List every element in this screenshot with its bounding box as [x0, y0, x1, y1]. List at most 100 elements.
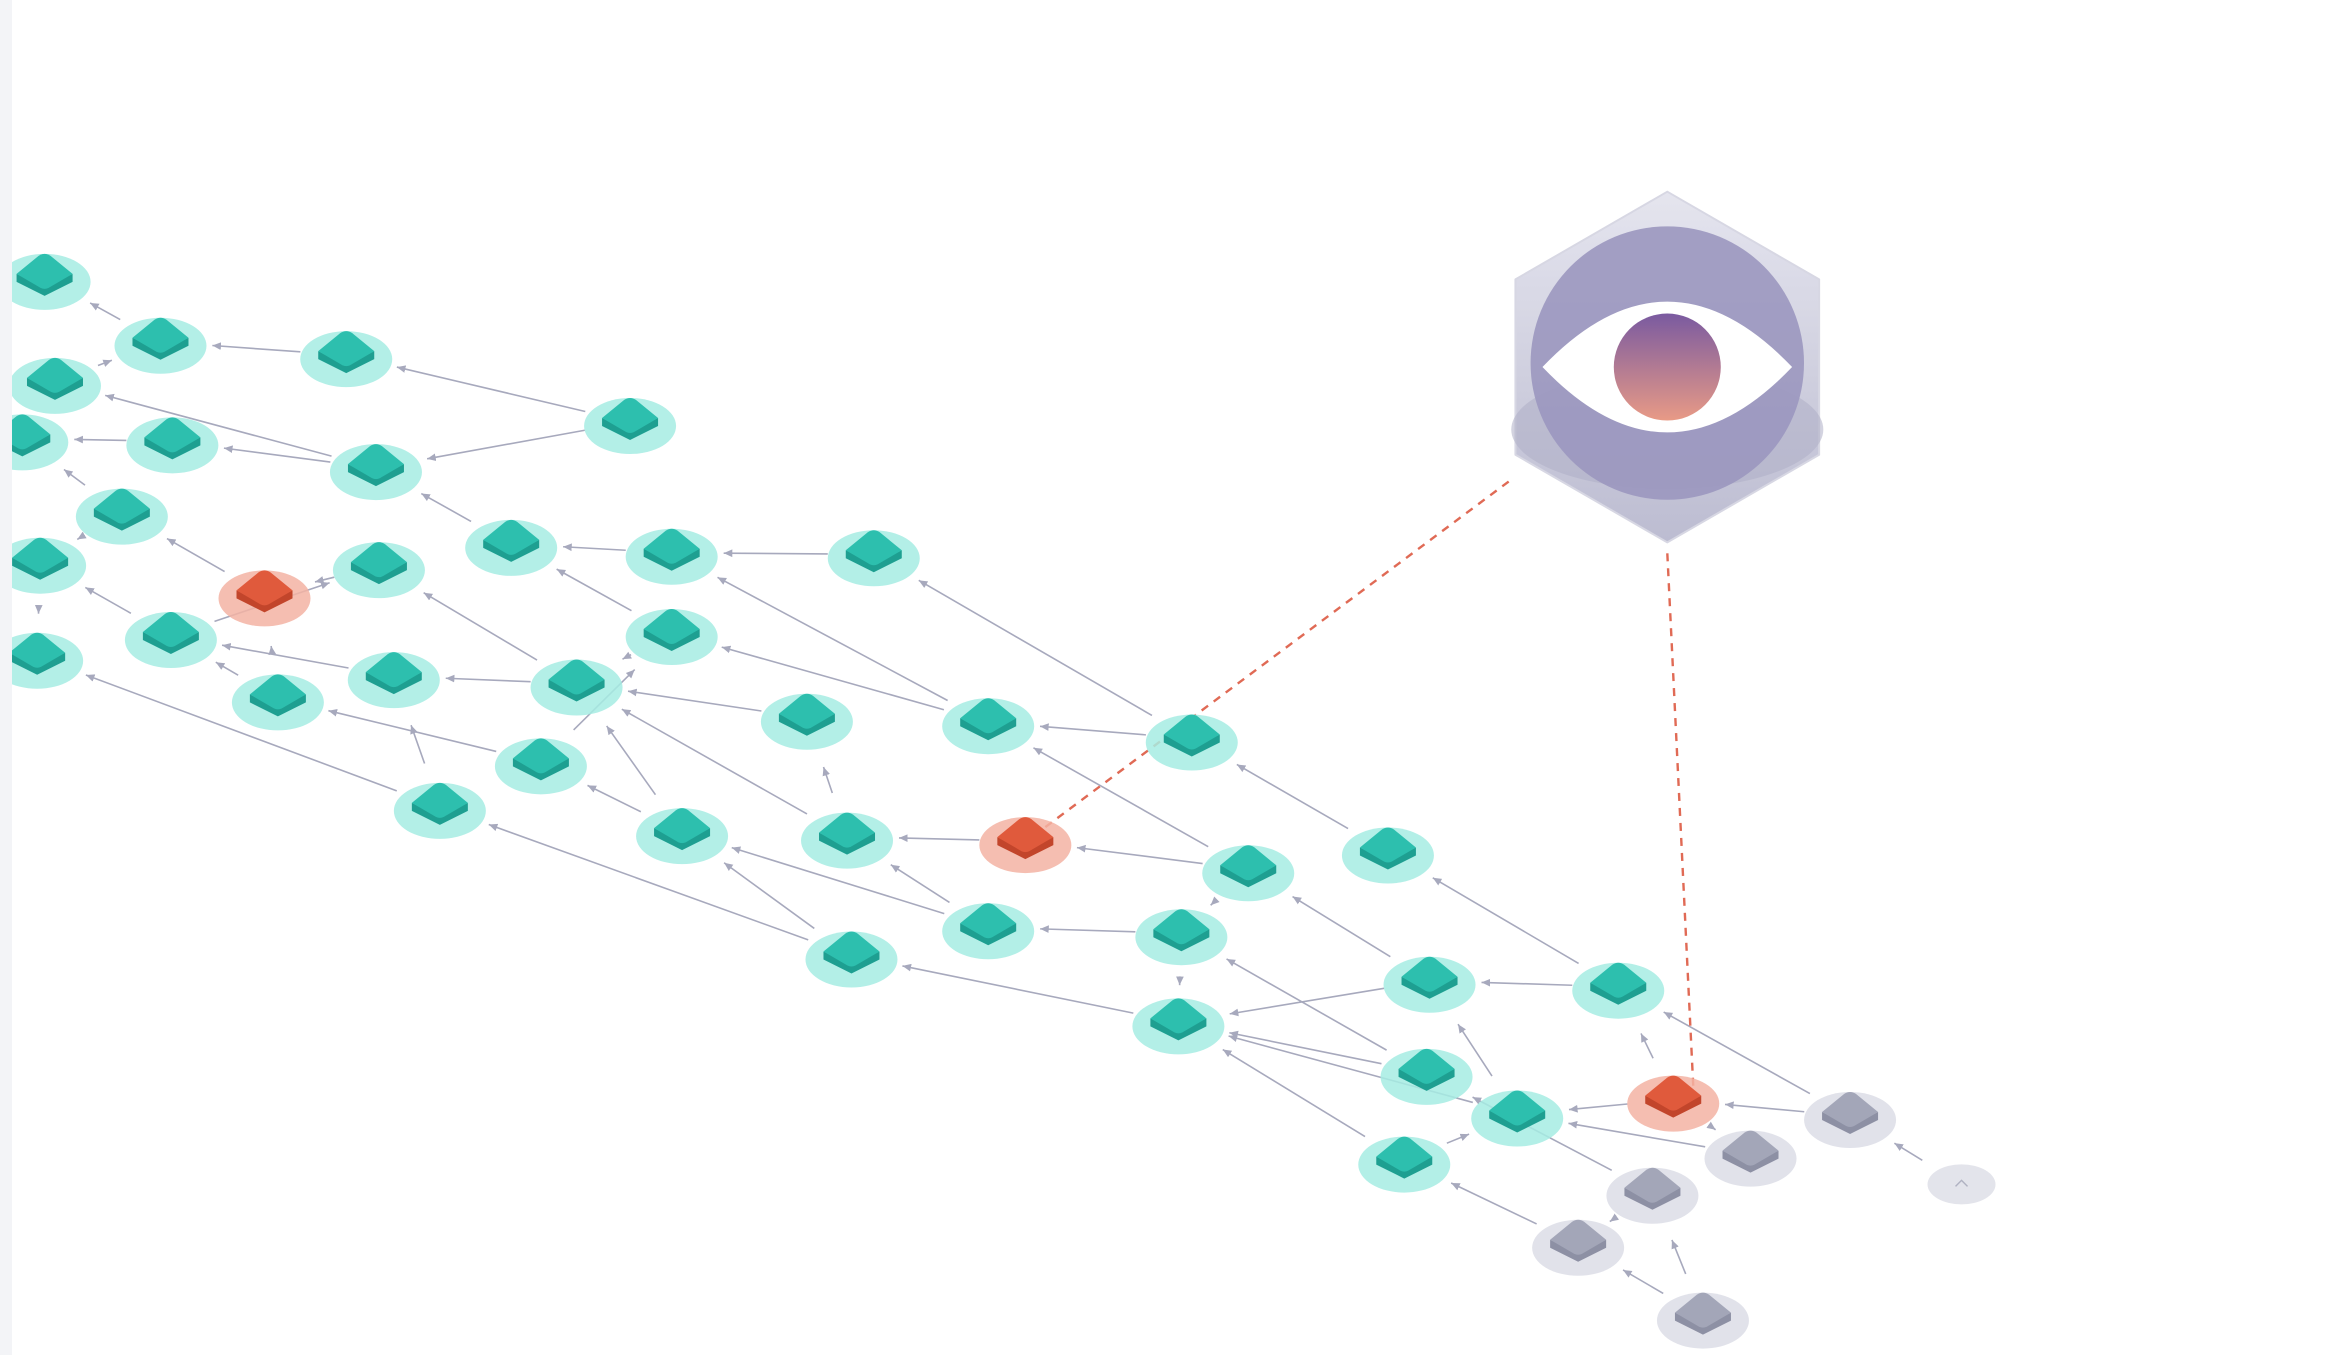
confirmed-node: [1132, 998, 1225, 1055]
confirmed-node: [332, 542, 425, 599]
confirmed-node: [8, 357, 101, 414]
edge-line: [212, 342, 301, 353]
edge-line: [723, 862, 815, 930]
edge-line: [426, 429, 585, 462]
edge-line: [723, 549, 828, 558]
edge-line: [1671, 1239, 1687, 1275]
confirmed-node: [329, 444, 422, 501]
edge-line: [74, 435, 127, 444]
edge-line: [822, 766, 834, 794]
watch-link: [1666, 552, 1695, 1086]
edge-line: [1481, 978, 1573, 987]
edge-line: [1432, 877, 1579, 965]
edge-line: [423, 592, 538, 661]
edge-line: [1076, 844, 1203, 865]
edge-line: [1210, 896, 1220, 906]
confirmed-node: [801, 812, 894, 869]
confirmed-node: [625, 528, 718, 585]
confirmed-node: [584, 398, 677, 455]
edge-line: [1292, 895, 1391, 958]
edge-line: [627, 688, 762, 712]
pending-node: [1927, 1164, 1996, 1205]
pending-node: [1532, 1219, 1625, 1276]
flagged-node: [218, 570, 311, 627]
pending-node: [1704, 1130, 1797, 1187]
edge-line: [1724, 1101, 1805, 1113]
confirmed-node: [300, 331, 393, 388]
edge-line: [1706, 1121, 1717, 1131]
confirmed-node: [0, 632, 84, 689]
confirmed-node: [1135, 909, 1228, 966]
confirmed-node: [1145, 714, 1238, 771]
confirmed-node: [124, 612, 217, 669]
left-edge-strip: [0, 0, 12, 1355]
edge-line: [563, 543, 626, 552]
confirmed-node: [0, 253, 91, 310]
flagged-node: [1627, 1075, 1720, 1132]
edge-line: [1446, 1133, 1470, 1144]
edge-line: [1229, 1030, 1382, 1065]
edge-line: [97, 359, 113, 367]
confirmed-node: [347, 652, 440, 709]
edge-line: [420, 492, 472, 523]
edge-line: [1663, 1011, 1811, 1095]
edge-line: [1568, 1103, 1628, 1113]
edge-layer: [34, 302, 1923, 1295]
confirmed-node: [114, 317, 207, 374]
edge-line: [1033, 747, 1209, 848]
flagged-node: [979, 817, 1072, 874]
edge-line: [717, 576, 949, 702]
confirmed-node: [760, 693, 853, 750]
edge-line: [166, 537, 225, 573]
edge-line: [1226, 958, 1387, 1051]
confirmed-node: [0, 537, 87, 594]
edge-line: [731, 846, 945, 915]
watcher-hexagon: [1511, 190, 1824, 544]
edge-line: [1893, 1142, 1923, 1161]
edge-line: [221, 642, 349, 669]
confirmed-node: [805, 931, 898, 988]
edge-line: [1609, 1213, 1620, 1223]
edge-line: [1450, 1182, 1537, 1225]
edge-line: [1622, 1269, 1664, 1295]
pending-node: [1656, 1292, 1749, 1349]
edge-line: [76, 531, 87, 541]
edge-line: [1222, 1048, 1366, 1138]
edge-line: [104, 393, 332, 457]
edge-line: [587, 784, 642, 813]
pending-node: [1804, 1091, 1897, 1148]
edge-line: [721, 645, 945, 711]
edge-line: [215, 661, 239, 676]
confirmed-node: [1471, 1090, 1564, 1147]
pending-node: [1606, 1167, 1699, 1224]
edge-line: [84, 586, 132, 614]
confirmed-node: [1380, 1048, 1473, 1105]
confirmed-node: [465, 519, 558, 576]
watch-link-layer: [1044, 477, 1695, 1086]
confirmed-node: [1572, 962, 1665, 1019]
edge-line: [396, 365, 586, 413]
edge-line: [1457, 1023, 1493, 1077]
edge-line: [63, 468, 86, 486]
edge-line: [1040, 925, 1136, 933]
edge-line: [622, 651, 632, 660]
edge-line: [556, 568, 632, 612]
confirmed-node: [0, 414, 69, 471]
confirmed-node: [1341, 827, 1434, 884]
edge-line: [902, 963, 1134, 1014]
confirmed-node: [1383, 956, 1476, 1013]
edge-line: [268, 645, 277, 656]
watch-link: [1044, 477, 1514, 829]
confirmed-node: [625, 609, 718, 666]
edge-line: [890, 864, 950, 904]
edge-line: [898, 834, 980, 842]
edge-line: [1236, 763, 1349, 830]
confirmed-node: [126, 417, 219, 474]
eye-icon: [1542, 301, 1793, 433]
edge-line: [1229, 987, 1385, 1017]
confirmed-node: [530, 659, 623, 716]
edge-line: [89, 302, 121, 321]
edge-line: [445, 674, 531, 683]
